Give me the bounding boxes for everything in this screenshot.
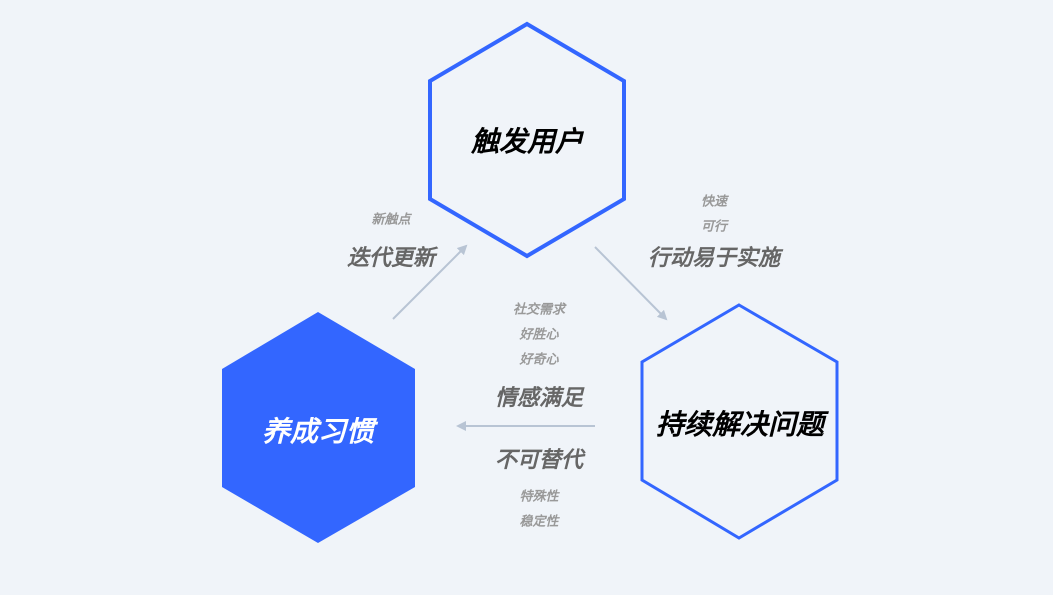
node-solve-label: 持续解决问题 <box>655 408 825 441</box>
hexagon-solve <box>640 303 839 540</box>
node-habit-label: 养成习惯 <box>261 415 375 448</box>
action-note: 快速 <box>700 194 728 210</box>
hexagon-habit <box>222 312 415 543</box>
hexagon-trigger <box>428 21 626 259</box>
irreplaceable-title: 不可替代 <box>494 448 584 473</box>
emotion-note: 社交需求 <box>512 302 566 318</box>
iterate-title: 迭代更新 <box>346 246 436 271</box>
emotion-note: 好胜心 <box>519 327 559 343</box>
iterate-note: 新触点 <box>371 212 411 228</box>
irreplaceable-note: 特殊性 <box>519 489 559 505</box>
node-trigger-label: 触发用户 <box>470 125 584 158</box>
emotion-note: 好奇心 <box>519 352 559 368</box>
arrow-action <box>594 246 668 321</box>
emotion-title: 情感满足 <box>494 386 584 411</box>
arrow-iterate <box>392 244 468 320</box>
irreplaceable-note: 稳定性 <box>519 514 559 530</box>
action-title: 行动易于实施 <box>647 246 781 271</box>
action-note: 可行 <box>700 219 728 235</box>
